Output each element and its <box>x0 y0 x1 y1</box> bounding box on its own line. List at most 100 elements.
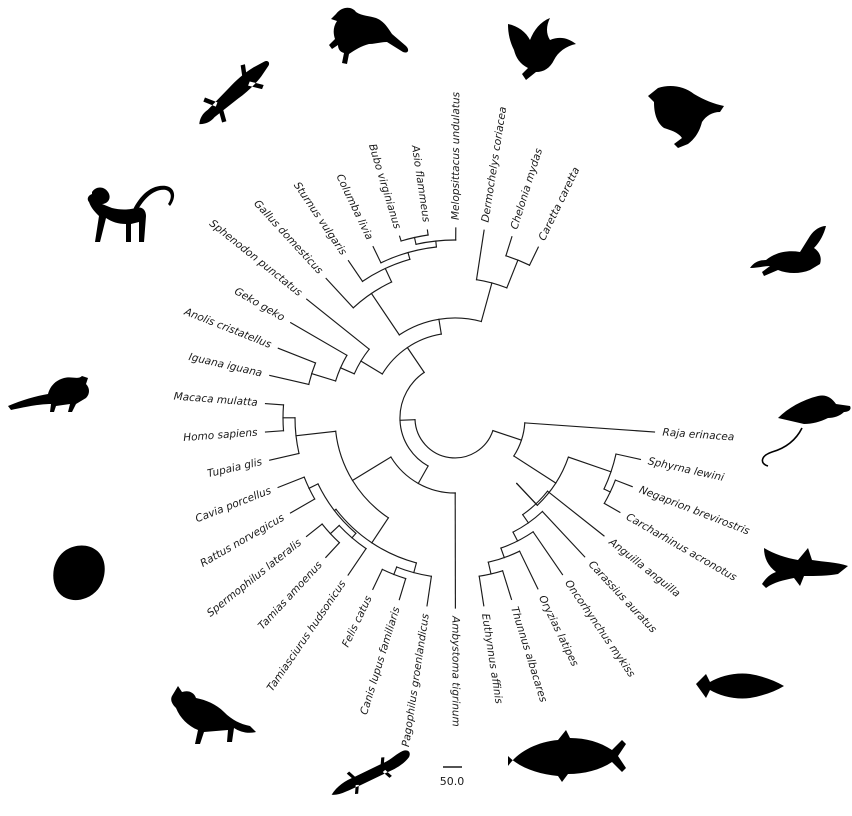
taxon-label: Macaca mulatta <box>173 391 258 409</box>
tree-branch <box>407 348 424 373</box>
bird-flying-icon <box>508 18 576 80</box>
taxon-label: Ambystoma tigrinum <box>449 615 461 727</box>
tree-branch <box>348 261 362 282</box>
rodent-icon <box>8 376 89 412</box>
lizard-tuatara-icon <box>329 8 408 64</box>
tree-branch <box>616 454 640 459</box>
tree-branch <box>427 576 431 606</box>
tree-branch <box>514 456 556 483</box>
shark-icon <box>762 548 848 588</box>
taxon-label: Bubo virginianus <box>366 143 403 231</box>
taxon-label: Thunnus albacares <box>508 605 549 704</box>
tree-branch <box>371 293 399 335</box>
tree-branch <box>488 562 491 574</box>
tree-branch <box>517 484 536 504</box>
tree-branch <box>400 236 402 241</box>
taxon-label: Columba livia <box>334 172 376 242</box>
tree-branch <box>548 491 605 536</box>
tree-branch <box>304 477 315 499</box>
tree-branch <box>513 532 518 541</box>
tree-branch <box>400 420 415 421</box>
tree-branch <box>322 524 339 543</box>
tree-branch <box>373 247 381 263</box>
tree-branch <box>520 551 538 589</box>
taxon-label: Sphyrna lewini <box>647 455 725 484</box>
tree-branch <box>506 237 512 256</box>
tree-branch <box>330 526 339 534</box>
tree-branch <box>385 269 391 283</box>
tree-branch <box>309 363 316 384</box>
tree-branch <box>309 484 318 488</box>
taxon-label: Oryzias latipes <box>536 593 581 668</box>
tree-branch <box>479 576 484 606</box>
tree-branch <box>372 518 389 543</box>
tree-branch <box>361 361 382 374</box>
taxon-label: Tupaia glis <box>206 456 264 480</box>
tree-branch <box>408 253 410 260</box>
tree-branch <box>382 569 405 578</box>
tree-branch <box>326 543 340 558</box>
taxon-label: Pagophilus groenlandicus <box>400 612 432 747</box>
tree-branch <box>439 319 441 334</box>
tree-branch <box>525 423 655 432</box>
tree-branch <box>278 477 304 487</box>
tree-branch <box>477 230 485 280</box>
taxon-label: Euthynnus affinis <box>479 613 505 705</box>
tree-branch <box>399 579 405 600</box>
tree-branch <box>501 548 504 558</box>
taxon-label: Melopsittacus undulatus <box>450 91 462 220</box>
tree-branch <box>418 466 428 483</box>
tree-branch <box>415 420 493 458</box>
taxon-label: Canis lupus familiaris <box>358 605 403 716</box>
tree-branch <box>270 375 309 384</box>
tree-branch <box>278 348 315 363</box>
tree-branch <box>506 256 530 265</box>
tree-branch <box>352 533 356 538</box>
taxon-label: Iguana iguana <box>188 351 264 379</box>
tree-branch <box>307 299 370 349</box>
taxon-label: Anolis cristatellus <box>182 305 274 351</box>
tree-branch <box>348 549 366 576</box>
taxon-label: Caretta caretta <box>536 165 582 242</box>
tree-branch <box>266 404 284 405</box>
salamander-icon <box>326 747 417 803</box>
tree-branch <box>493 431 522 441</box>
tree-branch <box>604 489 610 492</box>
taxon-label: Asio flammeus <box>409 143 432 223</box>
gecko-icon <box>189 50 280 136</box>
taxon-label: Felis catus <box>340 593 375 649</box>
tree-branch <box>615 480 632 487</box>
scale-bar-label: 50.0 <box>440 775 465 788</box>
taxon-label: Dermochelys coriacea <box>479 106 509 223</box>
taxon-label: Tamiasciurus hudsonicus <box>265 578 349 694</box>
tree-branch <box>414 563 417 573</box>
taxon-label: Homo sapiens <box>183 427 259 444</box>
stingray-icon <box>762 395 850 466</box>
monkey-icon <box>88 186 174 242</box>
tree-branch <box>427 230 428 235</box>
sea-turtle-icon <box>750 226 826 276</box>
tree-branch <box>604 503 620 512</box>
taxon-label: Cavia porcellus <box>194 485 274 526</box>
tree-branch <box>394 567 397 575</box>
tree-branch <box>266 431 284 432</box>
tree-branch <box>542 512 584 557</box>
fish-icon <box>696 673 784 698</box>
tree-branch <box>373 569 383 589</box>
taxon-label: Chelonia mydas <box>508 147 545 231</box>
tree-branch <box>503 571 512 600</box>
tree-branch <box>436 241 437 247</box>
tree-branch <box>481 283 492 322</box>
tree-branch <box>533 532 562 575</box>
tree-branch <box>341 368 355 374</box>
tree-branch <box>312 374 336 381</box>
tree-branch <box>353 457 391 480</box>
scale-bar: 50.0 <box>440 767 465 788</box>
tree-branch <box>530 247 539 265</box>
tree-branch <box>415 238 417 245</box>
tree-branch <box>296 431 336 436</box>
taxon-label: Geko geko <box>232 285 287 324</box>
tree-branches <box>266 228 655 608</box>
